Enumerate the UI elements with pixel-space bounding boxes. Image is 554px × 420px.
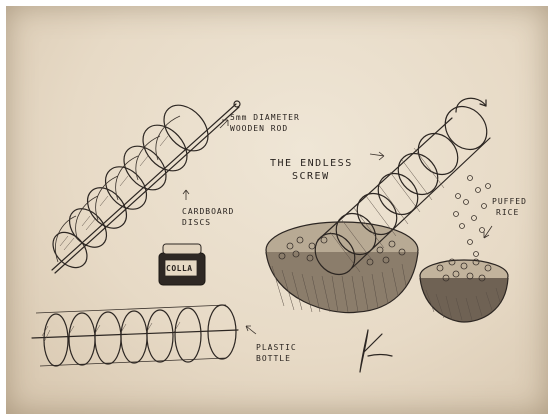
screw-label: THE ENDLESS SCREW	[270, 157, 353, 183]
bottle-label-line2: BOTTLE	[256, 353, 297, 364]
rod-label-line1: 5mm DIAMETER	[230, 112, 300, 123]
discs-label-line2: DISCS	[182, 217, 234, 228]
signature	[360, 330, 392, 372]
cardboard-disc-spiral	[46, 97, 240, 275]
rice-label-line1: PUFFED	[492, 196, 527, 207]
puffed-rice-bowl	[420, 226, 508, 322]
bottle-label-line1: PLASTIC	[256, 342, 297, 353]
glue-jar-label: COLLA	[166, 263, 193, 274]
rod-label-line2: WOODEN ROD	[230, 123, 300, 134]
rod-label: 5mm DIAMETER WOODEN ROD	[230, 112, 300, 134]
discs-label: CARDBOARD DISCS	[182, 206, 234, 228]
discs-label-line1: CARDBOARD	[182, 206, 234, 217]
bottle-label: PLASTIC BOTTLE	[256, 342, 297, 364]
screw-label-line2: SCREW	[270, 170, 353, 183]
rice-label: PUFFED RICE	[492, 196, 527, 218]
rice-label-line2: RICE	[492, 207, 527, 218]
plastic-bottle-screw	[32, 305, 256, 366]
screw-label-line1: THE ENDLESS	[270, 157, 353, 170]
